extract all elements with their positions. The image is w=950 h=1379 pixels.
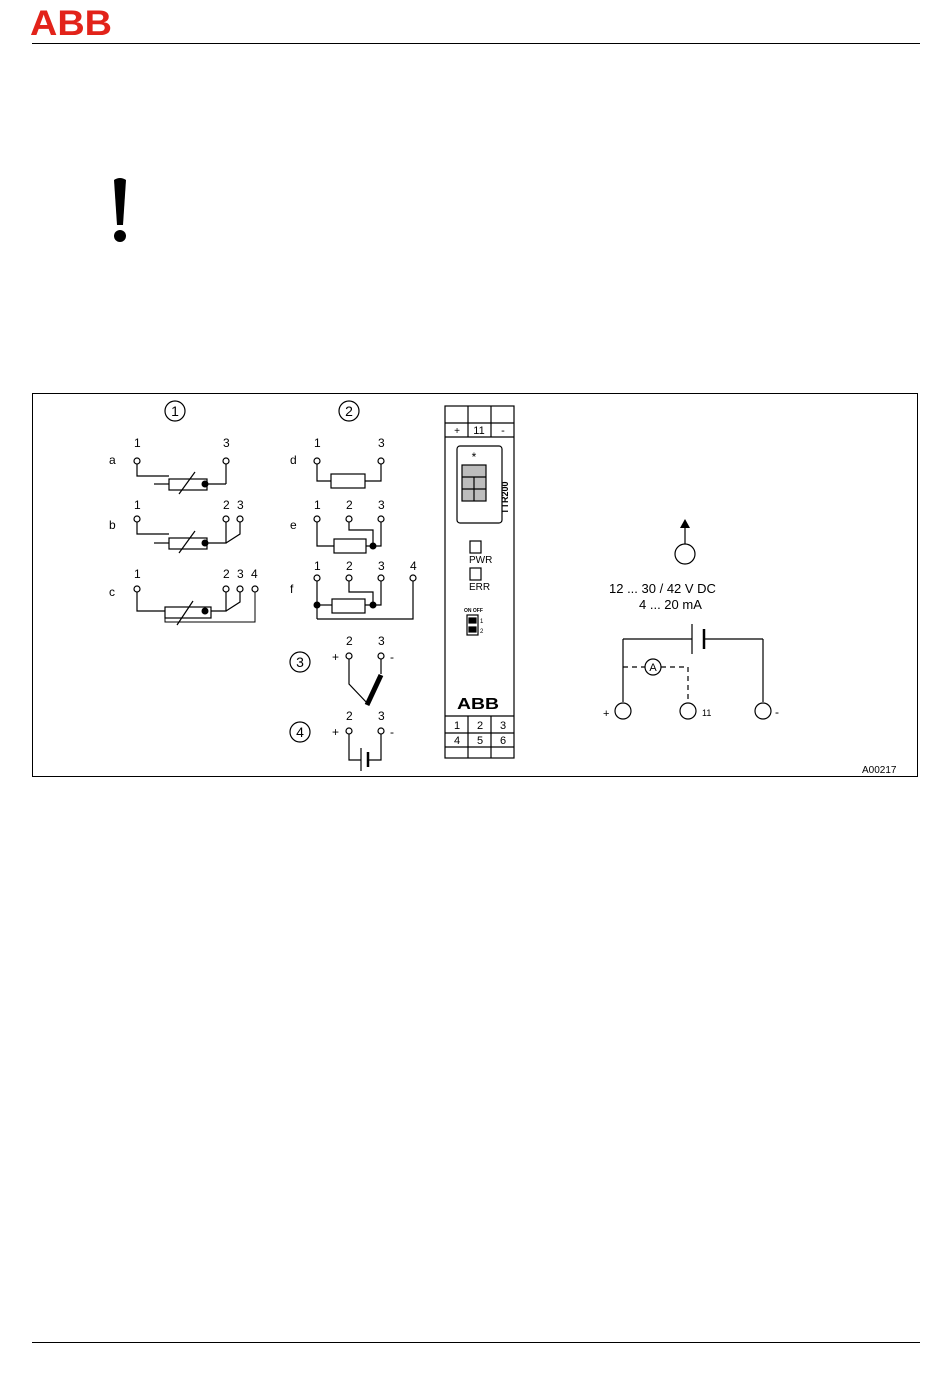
terminal-c2 xyxy=(223,586,229,592)
row-a-t1: 1 xyxy=(134,436,141,450)
terminal-c4 xyxy=(252,586,258,592)
row-c-t3: 3 xyxy=(237,567,244,581)
tc-plus: + xyxy=(332,650,339,664)
tc-minus: - xyxy=(390,650,394,664)
header-rule xyxy=(32,43,920,44)
terminal-a1 xyxy=(134,458,140,464)
terminal-b2 xyxy=(223,516,229,522)
output-terminal-circle xyxy=(675,544,695,564)
device-term-1: 1 xyxy=(454,720,460,732)
supply-minus-label: - xyxy=(775,705,779,719)
row-a-letter: a xyxy=(109,453,116,467)
device-model: TTR200 xyxy=(500,481,510,514)
supply-terminal-11 xyxy=(680,703,696,719)
v-t1: 2 xyxy=(346,709,353,723)
pwr-led xyxy=(470,541,481,553)
device-dip-label: ON OFF xyxy=(464,608,483,614)
marker-2-label: 2 xyxy=(345,403,353,419)
terminal-tc-minus xyxy=(378,653,384,659)
resistor-d xyxy=(331,474,365,488)
row-f-t3: 3 xyxy=(378,559,385,573)
row-f-t2: 2 xyxy=(346,559,353,573)
v-plus: + xyxy=(332,725,339,739)
row-c-letter: c xyxy=(109,585,115,599)
row-d-t1: 1 xyxy=(314,436,321,450)
row-b-t3: 3 xyxy=(237,498,244,512)
marker-3-label: 3 xyxy=(296,654,304,670)
device-term-5: 5 xyxy=(477,735,483,747)
device-top-minus: - xyxy=(501,425,505,437)
row-f-t4: 4 xyxy=(410,559,417,573)
device-pwr-label: PWR xyxy=(469,555,492,566)
row-a-t2: 3 xyxy=(223,436,230,450)
row-e-t3: 3 xyxy=(378,498,385,512)
row-c-t4: 4 xyxy=(251,567,258,581)
row-f-letter: f xyxy=(290,582,294,596)
device-term-2: 2 xyxy=(477,720,483,732)
row-d-letter: d xyxy=(290,453,297,467)
terminal-v-plus xyxy=(346,728,352,734)
ammeter-label: A xyxy=(649,662,657,674)
device-dip-2: 2 xyxy=(480,629,484,635)
abb-logo-text: ABB xyxy=(30,6,112,38)
row-c-t2: 2 xyxy=(223,567,230,581)
figure-code: A00217 xyxy=(862,765,897,776)
row-c-t1: 1 xyxy=(134,567,141,581)
device-top-plus: + xyxy=(454,426,460,437)
marker-1-label: 1 xyxy=(171,403,179,419)
abb-logo: ABB xyxy=(30,6,114,38)
supply-terminal-minus xyxy=(755,703,771,719)
row-f-t1: 1 xyxy=(314,559,321,573)
terminal-f3 xyxy=(378,575,384,581)
arrow-up-icon xyxy=(680,519,690,528)
tc-t1: 2 xyxy=(346,634,353,648)
supply-11-label: 11 xyxy=(702,708,711,718)
wiring-diagram-canvas: 1 2 3 4 a 1 3 b 1 2 3 c 1 2 3 4 d 1 3 e … xyxy=(33,394,919,778)
terminal-c3 xyxy=(237,586,243,592)
row-e-letter: e xyxy=(290,518,297,532)
terminal-b1 xyxy=(134,516,140,522)
device-term-4: 4 xyxy=(454,735,460,747)
row-e-t1: 1 xyxy=(314,498,321,512)
terminal-e3 xyxy=(378,516,384,522)
terminal-e1 xyxy=(314,516,320,522)
device-dip-1: 1 xyxy=(480,619,484,625)
row-e-t2: 2 xyxy=(346,498,353,512)
terminal-d1 xyxy=(314,458,320,464)
resistor-e xyxy=(334,539,366,553)
terminal-tc-plus xyxy=(346,653,352,659)
terminal-c1 xyxy=(134,586,140,592)
v-t2: 3 xyxy=(378,709,385,723)
v-minus: - xyxy=(390,725,394,739)
terminal-b3 xyxy=(237,516,243,522)
wiring-diagram: 1 2 3 4 a 1 3 b 1 2 3 c 1 2 3 4 d 1 3 e … xyxy=(32,393,918,777)
device-term-6: 6 xyxy=(500,735,506,747)
device-term-3: 3 xyxy=(500,720,506,732)
supply-plus-label: + xyxy=(603,708,609,720)
device-top-11: 11 xyxy=(473,425,484,437)
row-b-t1: 1 xyxy=(134,498,141,512)
err-led xyxy=(470,568,481,580)
marker-4-label: 4 xyxy=(296,724,304,740)
footer-rule xyxy=(32,1342,920,1343)
terminal-f4 xyxy=(410,575,416,581)
exclamation-icon xyxy=(100,170,140,250)
terminal-v-minus xyxy=(378,728,384,734)
terminal-a3 xyxy=(223,458,229,464)
terminal-e2 xyxy=(346,516,352,522)
tc-t2: 3 xyxy=(378,634,385,648)
terminal-f2 xyxy=(346,575,352,581)
supply-terminal-plus xyxy=(615,703,631,719)
supply-voltage: 12 ... 30 / 42 V DC xyxy=(609,581,716,596)
row-b-letter: b xyxy=(109,518,116,532)
resistor-f xyxy=(332,599,365,613)
device-logo: ABB xyxy=(457,696,499,713)
supply-current: 4 ... 20 mA xyxy=(639,597,702,612)
device-err-label: ERR xyxy=(469,582,490,593)
device-star: * xyxy=(472,450,477,464)
row-b-t2: 2 xyxy=(223,498,230,512)
terminal-d3 xyxy=(378,458,384,464)
row-d-t2: 3 xyxy=(378,436,385,450)
terminal-f1 xyxy=(314,575,320,581)
